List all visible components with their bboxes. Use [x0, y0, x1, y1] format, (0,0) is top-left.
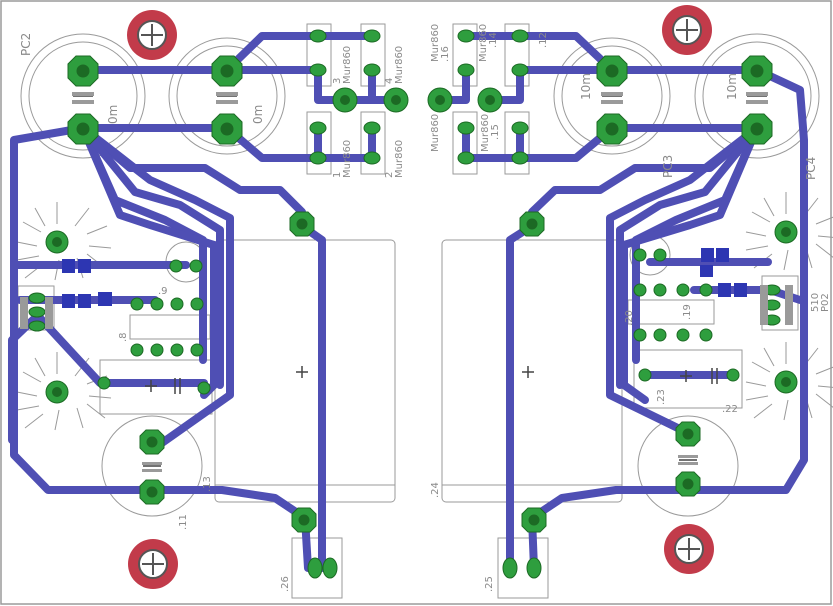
- mounting-holes: [127, 5, 714, 589]
- label-n26: .26: [280, 576, 291, 592]
- label-cap-10m-a: 10m: [579, 73, 593, 100]
- label-mur-2: 2: [384, 172, 395, 178]
- label-p02: P02: [820, 293, 831, 312]
- label-pc2: PC2: [19, 33, 33, 56]
- label-pc3: PC3: [661, 155, 675, 178]
- round-pads: [45, 87, 798, 404]
- label-pc4: PC4: [804, 157, 818, 180]
- label-mur860-c: Mur860: [342, 140, 353, 178]
- label-n23: .23: [656, 389, 667, 405]
- silk-labels: PC2 PC3 PC4 0m 0m 10m 10m 3 Mur860 4 Mur…: [19, 24, 831, 592]
- label-mur860-e: Mur860: [430, 24, 441, 62]
- mounting-hole-bottom-left: [128, 539, 178, 589]
- label-n510: 510: [810, 293, 821, 312]
- mounting-hole-bottom-right: [664, 524, 714, 574]
- label-mur-12: .12: [538, 32, 549, 48]
- label-mur860-b: Mur860: [394, 46, 405, 84]
- label-n8: .8: [118, 332, 129, 342]
- label-n19: .19: [682, 304, 693, 320]
- label-mur860-a: Mur860: [342, 46, 353, 84]
- label-n22: .22: [722, 404, 738, 415]
- label-mur-16: .16: [440, 46, 451, 62]
- heatsink-bottom-right: [745, 342, 833, 421]
- large-pads: [67, 55, 773, 533]
- heatsink-top-right: [745, 192, 833, 271]
- label-mur-14: .14: [488, 32, 499, 48]
- label-mur-1: 1: [332, 172, 343, 178]
- mounting-hole-top-left: [127, 10, 177, 60]
- label-mur860-d: Mur860: [394, 140, 405, 178]
- label-n11: .11: [178, 514, 189, 530]
- cap-plates: [20, 92, 793, 472]
- label-n25: .25: [484, 576, 495, 592]
- label-mur860-h: Mur860: [480, 114, 491, 152]
- label-n9: .9: [158, 286, 168, 297]
- label-n24: .24: [430, 482, 441, 498]
- label-mur860-f: Mur860: [478, 24, 489, 62]
- label-n13: .13: [202, 476, 213, 492]
- label-cap-0m-a: 0m: [106, 105, 120, 124]
- label-mur-4: 4: [384, 78, 395, 84]
- label-mur-15: .15: [490, 124, 501, 140]
- label-mur860-g: Mur860: [430, 114, 441, 152]
- silkscreen-layer: [17, 23, 820, 599]
- label-cap-10m-b: 10m: [725, 73, 739, 100]
- smd-pads: [62, 248, 747, 308]
- label-cap-0m-b: 0m: [251, 105, 265, 124]
- label-n20: .20: [624, 310, 635, 326]
- mounting-hole-top-right: [662, 5, 712, 55]
- round-pad-holes: [52, 95, 791, 397]
- label-mur-3: 3: [332, 78, 343, 84]
